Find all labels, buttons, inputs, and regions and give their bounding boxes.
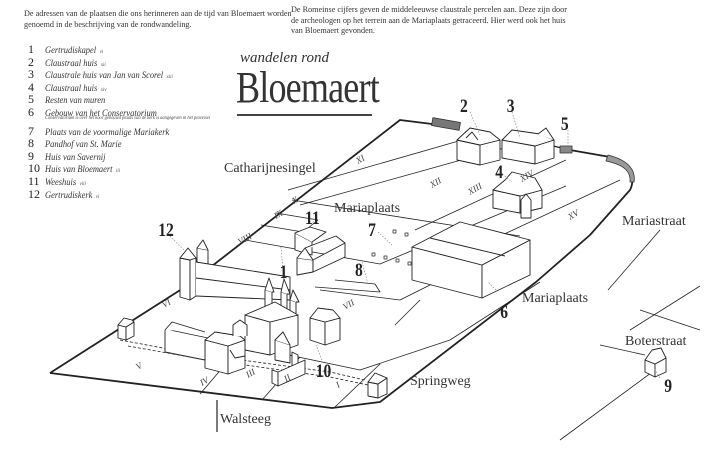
street-label-springweg: Springweg: [410, 374, 471, 389]
legend-number: 6: [28, 104, 34, 119]
parcel-label: I: [333, 379, 342, 390]
legend-label: Pandhof van St. Marie: [45, 139, 122, 151]
street-label-catharijnesingel: Catharijnesingel: [224, 161, 316, 176]
marker-2: 2: [460, 96, 468, 117]
marker-6: 6: [500, 302, 508, 323]
legend-number: 4: [28, 79, 34, 94]
street-label-boterstraat: Boterstraat: [625, 334, 687, 349]
legend-number: 11: [28, 173, 40, 188]
parcel-label: VI: [160, 296, 173, 309]
parcel-label: XV: [565, 207, 582, 222]
legend-number: 1: [28, 42, 34, 56]
building-claustraal-huis-3: [501, 127, 555, 165]
building-conservatorium-6: [411, 221, 531, 299]
street-label-mariaplaats: Mariaplaats: [522, 291, 588, 306]
marker-9: 9: [664, 376, 672, 397]
marker-7: 7: [368, 220, 376, 241]
legend-label: Plaats van de voormalige Mariakerk: [45, 126, 170, 138]
legend-number: 8: [28, 136, 34, 151]
street-label-mariastraat: Mariastraat: [622, 214, 686, 229]
legend-item: 8 Pandhof van St. Marie: [28, 136, 228, 151]
title-underline: [237, 114, 372, 116]
legend-number: 10: [28, 161, 40, 176]
building-huis-van-bloemaert-10: [271, 307, 341, 387]
wall-remains: [431, 117, 461, 131]
church-outline-marks: [371, 229, 412, 266]
legend-number: 3: [28, 67, 34, 82]
legend-item: 6 Gebouw van het Conservatorium: [28, 104, 228, 119]
legend-label: Resten van muren: [45, 95, 106, 107]
legend-item: 7 Plaats van de voormalige Mariakerk: [28, 123, 228, 138]
marker-12: 12: [158, 220, 174, 241]
parcel-label: II: [281, 372, 293, 385]
building-weeshuis-11: [294, 226, 346, 276]
parcel-label: X: [289, 194, 300, 206]
wall-remains: [559, 145, 573, 154]
page-title: Bloemaert: [236, 63, 380, 112]
building-small-house: [117, 317, 135, 341]
intro-text-left: De adressen van de plaatsen die ons heri…: [24, 9, 292, 29]
marker-10: 10: [316, 361, 332, 382]
legend-item: 5 Resten van muren: [28, 92, 228, 107]
legend-number: 5: [28, 92, 34, 107]
parcel-label: VIII: [236, 230, 254, 246]
marker-1: 1: [280, 262, 288, 283]
marker-4: 4: [495, 162, 503, 183]
street-label-walsteeg: Walsteeg: [220, 412, 271, 427]
wall-remains: [605, 154, 635, 183]
building-huis-van-savernij-9: [644, 347, 667, 378]
leader-lines: [169, 111, 661, 379]
title-subtitle: wandelen rond: [240, 50, 330, 66]
legend-number: 12: [28, 186, 40, 201]
parcel-label: V: [134, 360, 145, 372]
parcel-label: VII: [341, 297, 357, 312]
parcel-label: XII: [427, 175, 444, 190]
marker-8: 8: [355, 260, 363, 281]
intro-text-right: De Romeinse cijfers geven de middeleeuws…: [291, 5, 567, 36]
building-small-house: [367, 372, 388, 399]
marker-11: 11: [305, 208, 320, 229]
street-label-mariaplaats: Mariaplaats: [334, 201, 400, 216]
legend-item: 9 Huis van Savernij: [28, 148, 228, 163]
building-claustraal-huis-4: [492, 171, 543, 219]
legend-note: Conservatorium is over het koor gebouwd …: [45, 115, 210, 121]
legend-number: 9: [28, 148, 34, 163]
marker-5: 5: [561, 114, 569, 135]
building-claustraal-huis-2: [456, 127, 501, 166]
legend-number: 7: [28, 123, 34, 138]
legend-number: 2: [28, 54, 34, 69]
parcel-label: IV: [197, 374, 212, 388]
legend-label: Huis van Savernij: [45, 151, 106, 163]
parcel-label: XIII: [465, 180, 484, 197]
parcel-lines: [119, 135, 701, 441]
legend-label: Gebouw van het Conservatorium: [45, 107, 157, 119]
marker-3: 3: [507, 96, 515, 117]
